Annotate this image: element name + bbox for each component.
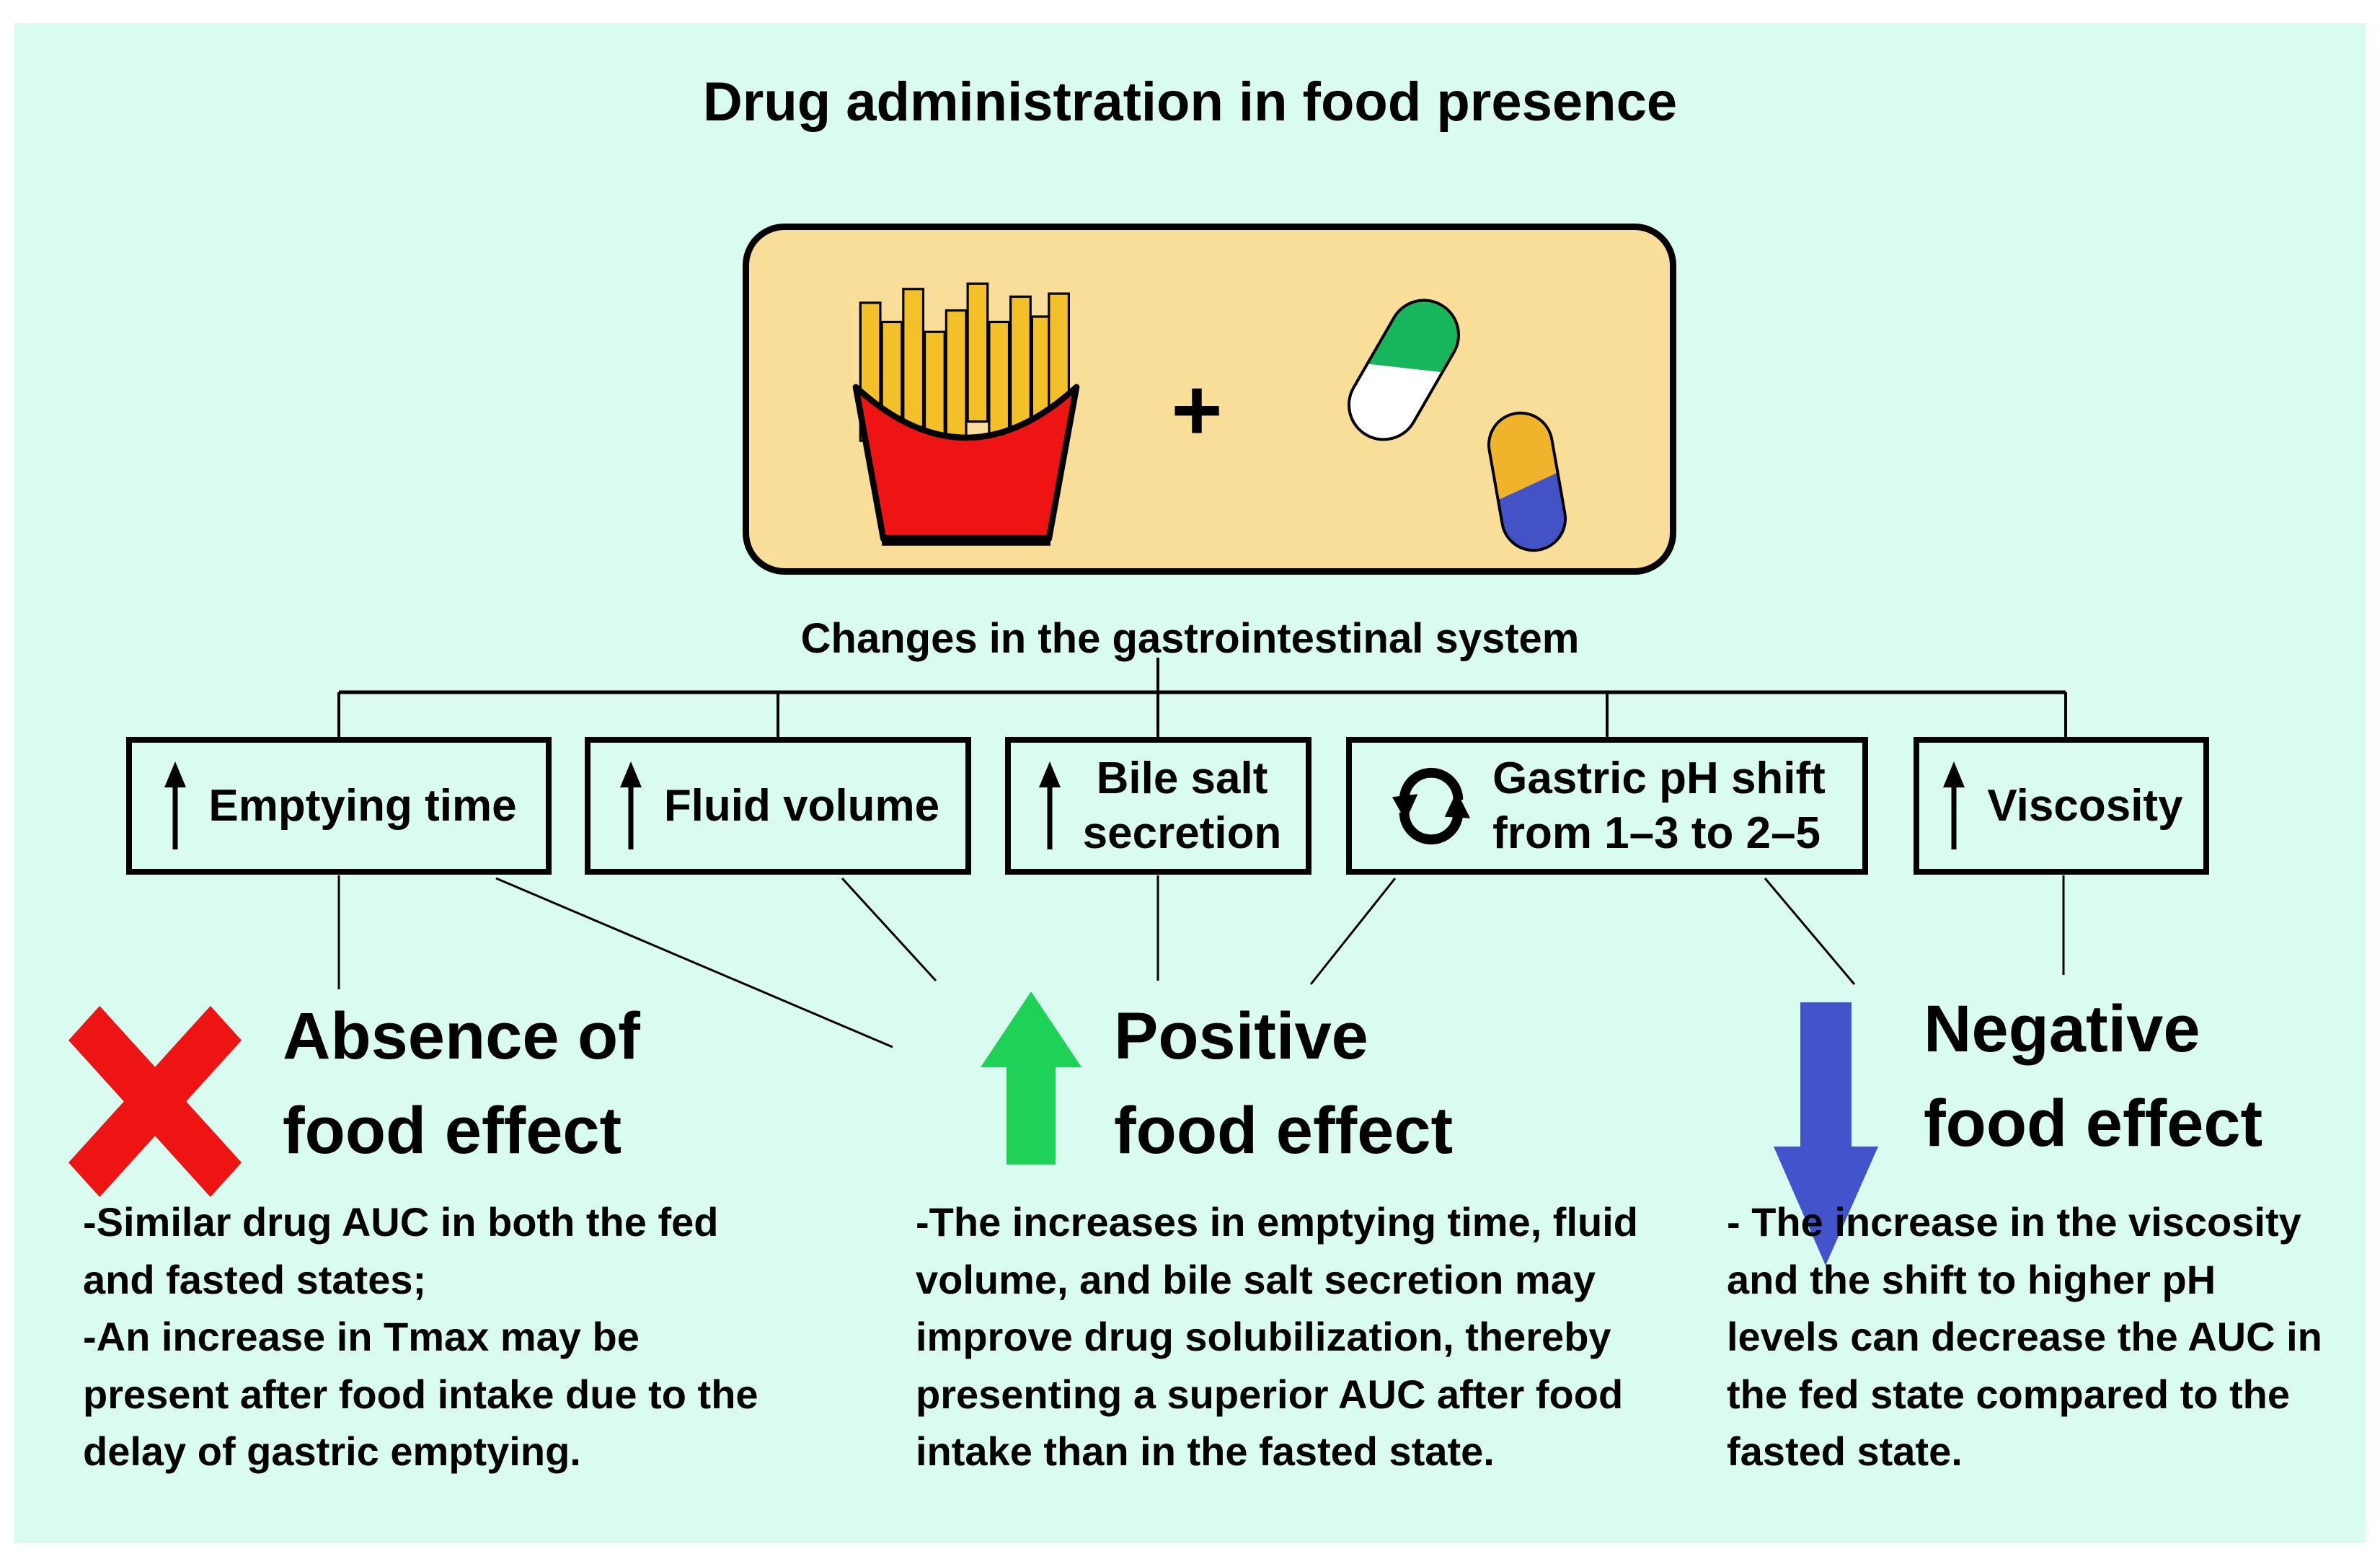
red-cross-icon (68, 1006, 242, 1197)
gi-box-emptying-time: Emptying time (126, 737, 552, 875)
gi-changes-title: Changes in the gastrointestinal system (800, 615, 1580, 662)
blue-down-arrow-icon (1774, 1002, 1878, 1266)
gi-box-fluid-volume: Fluid volume (585, 737, 971, 875)
plus-icon: + (1171, 361, 1223, 459)
green-up-arrow-icon (981, 992, 1081, 1165)
capsule-yellow-blue-icon (1487, 411, 1571, 556)
up-arrow-icon (1038, 761, 1061, 849)
negative-body: - The increase in the viscosity and the … (1727, 1199, 2322, 1475)
french-fries-icon (852, 282, 1080, 546)
gi-box-label: Viscosity (1987, 780, 2183, 831)
gi-box-label: Emptying time (208, 780, 517, 831)
gi-box-label: Gastric pH shift from 1–3 to 2–5 (1492, 753, 1826, 858)
positive-body: -The increases in emptying time, fluid v… (916, 1199, 1638, 1475)
gi-box-gastric-ph-shift: Gastric pH shift from 1–3 to 2–5 (1346, 737, 1868, 875)
absence-heading: Absence of food effect (283, 999, 640, 1167)
cycle-arrows-icon (1392, 767, 1471, 844)
up-arrow-icon (1943, 761, 1965, 849)
page-title: Drug administration in food presence (702, 71, 1678, 133)
gi-box-viscosity: Viscosity (1914, 737, 2209, 875)
gi-box-label: Fluid volume (663, 780, 940, 831)
positive-heading: Positive food effect (1114, 999, 1454, 1167)
up-arrow-icon (619, 761, 642, 849)
negative-heading: Negative food effect (1924, 992, 2263, 1160)
capsule-green-white-icon (1348, 287, 1472, 441)
up-arrow-icon (164, 761, 187, 849)
gi-box-bile-salt-secretion: Bile salt secretion (1005, 737, 1311, 875)
gi-box-label: Bile salt secretion (1082, 753, 1282, 858)
absence-body: -Similar drug AUC in both the fed and fa… (83, 1199, 758, 1475)
